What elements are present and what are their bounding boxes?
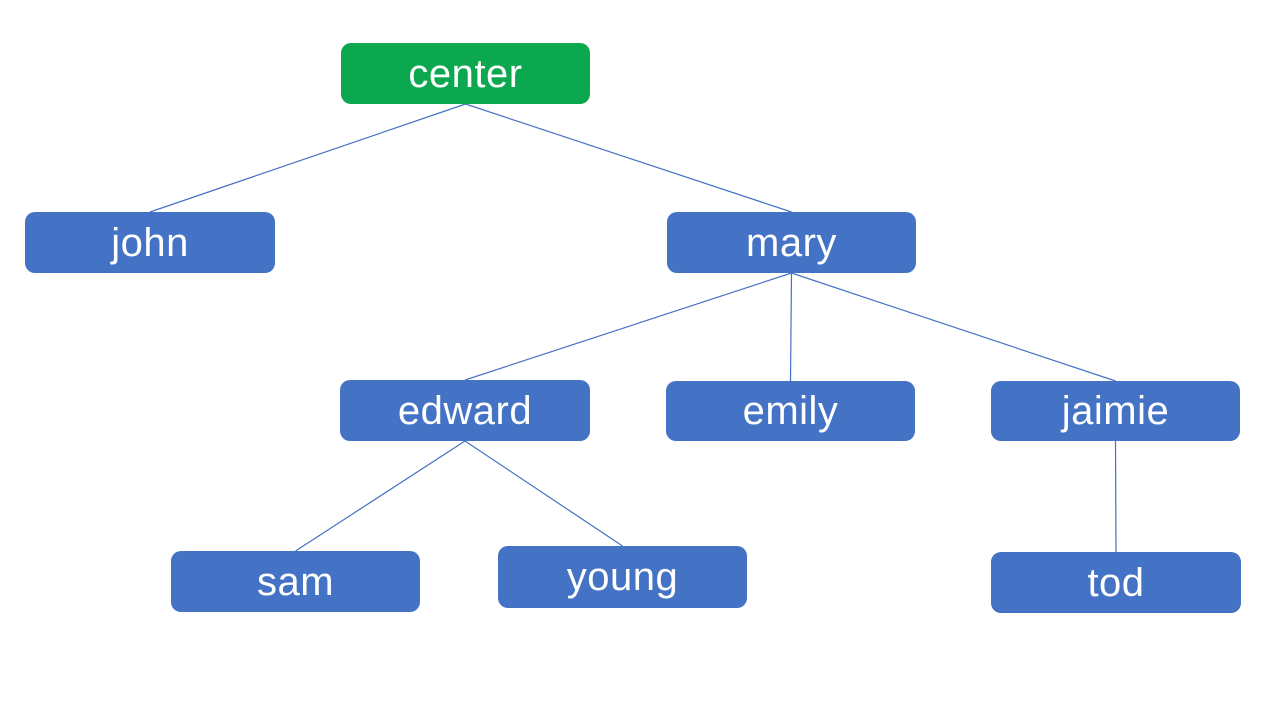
node-john: john — [25, 212, 275, 273]
node-label: young — [566, 555, 679, 599]
node-center: center — [341, 43, 590, 104]
node-sam: sam — [171, 551, 420, 612]
edge-jaimie-tod — [1114, 440, 1117, 553]
edge-center-john — [149, 103, 466, 213]
edge-mary-edward — [464, 272, 792, 381]
node-mary: mary — [667, 212, 916, 273]
node-label: emily — [742, 389, 839, 433]
edge-edward-sam — [295, 440, 466, 552]
node-label: john — [111, 220, 189, 265]
edge-mary-emily — [789, 272, 793, 382]
node-label: center — [408, 51, 523, 96]
node-label: sam — [256, 559, 335, 604]
edge-center-mary — [465, 103, 792, 213]
node-label: jaimie — [1061, 389, 1170, 433]
edge-edward-young — [464, 440, 623, 547]
node-label: mary — [746, 220, 837, 265]
node-tod: tod — [991, 552, 1241, 613]
node-label: tod — [1087, 560, 1145, 605]
node-label: edward — [397, 388, 533, 433]
node-edward: edward — [340, 380, 590, 441]
node-young: young — [498, 546, 747, 608]
edge-mary-jaimie — [791, 272, 1116, 382]
node-jaimie: jaimie — [991, 381, 1240, 441]
node-emily: emily — [666, 381, 915, 441]
